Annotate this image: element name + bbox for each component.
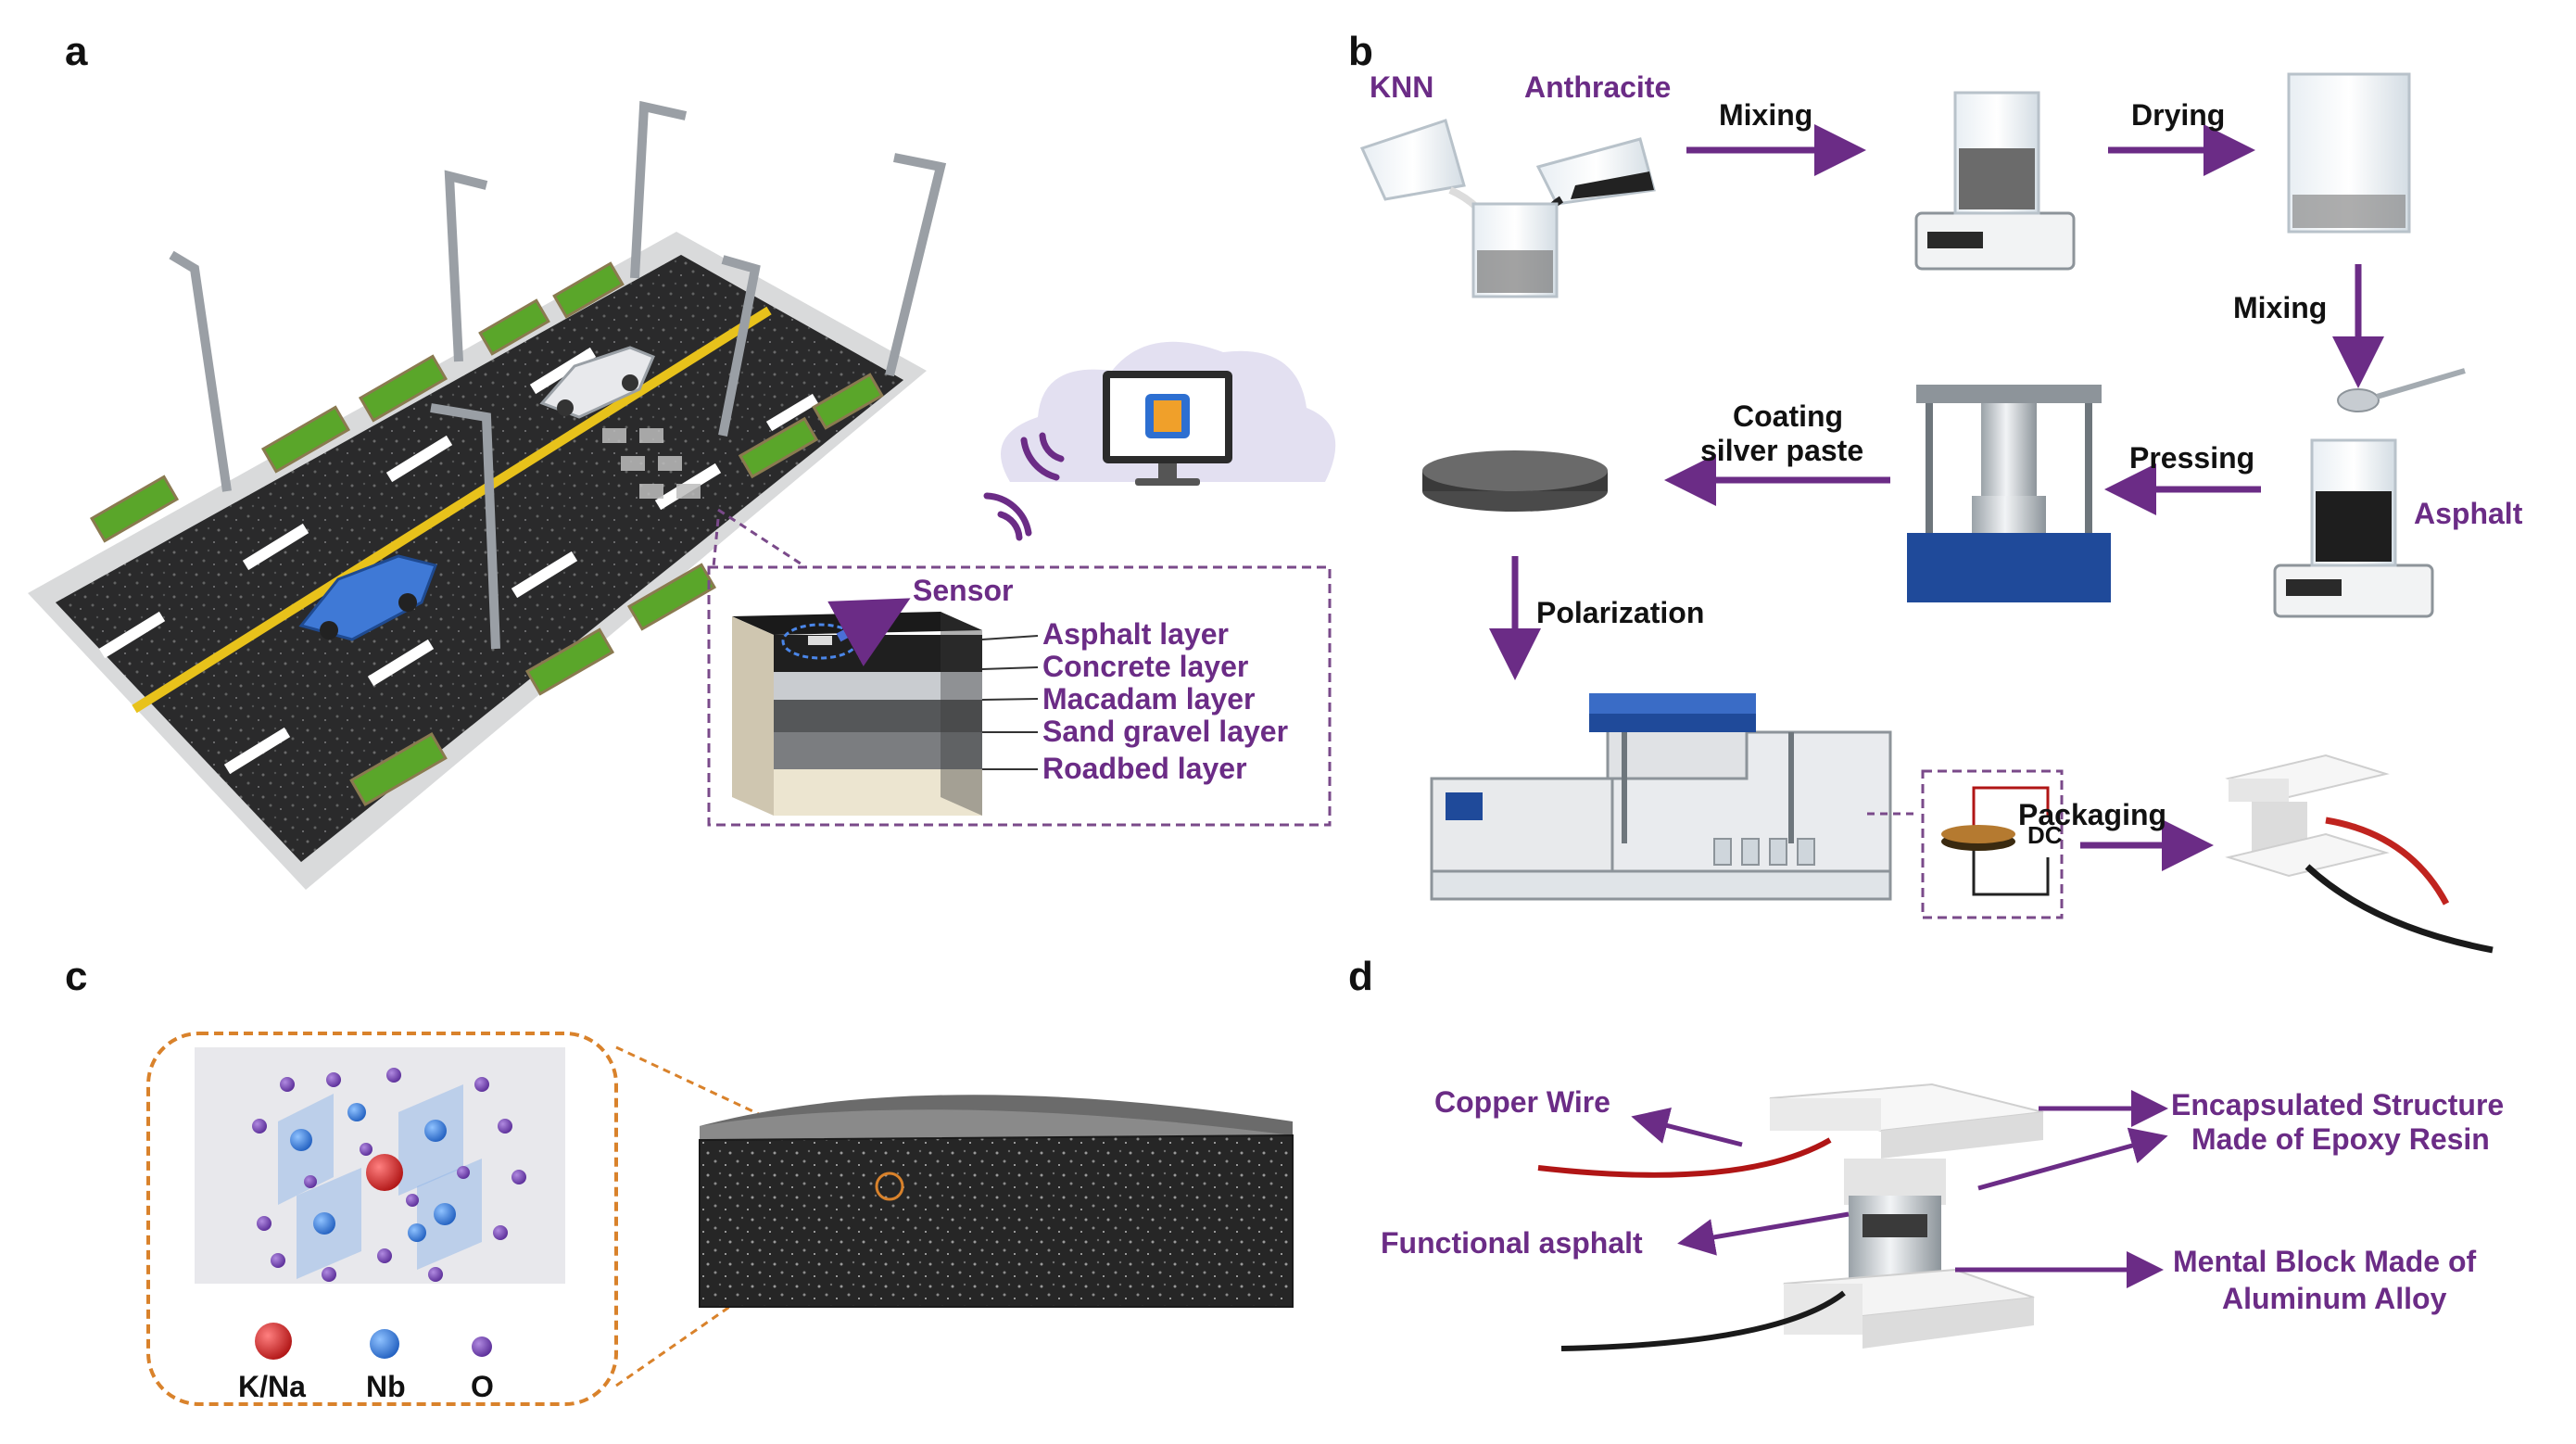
dc-label: DC	[2027, 821, 2063, 849]
embedded-sensors	[602, 428, 701, 499]
asphalt-half-disc	[699, 1095, 1294, 1308]
panel-label-b: b	[1348, 29, 1373, 74]
metal-block-label-line2: Aluminum Alloy	[2222, 1282, 2447, 1315]
copper-wire-label: Copper Wire	[1434, 1085, 1610, 1119]
press-machine	[1907, 385, 2111, 602]
panel-label-a: a	[65, 29, 88, 74]
dc-callout-box	[1921, 769, 2064, 919]
center-yellow-line	[132, 306, 772, 714]
sensor-label: Sensor	[913, 574, 1013, 607]
anthracite-label: Anthracite	[1524, 70, 1671, 104]
coated-disc	[1422, 450, 1608, 512]
cloud-monitor	[1001, 341, 1336, 486]
o-legend-ball	[472, 1336, 492, 1357]
sensor-callout-box	[707, 565, 1332, 827]
street-lights	[169, 100, 947, 650]
atom-legend	[255, 1323, 492, 1360]
legend-k-na: K/Na	[238, 1370, 306, 1403]
polarization-label: Polarization	[1536, 596, 1704, 629]
stirrer-2	[2273, 438, 2434, 618]
layer-label-concrete: Concrete layer	[1042, 650, 1248, 683]
blue-car	[298, 554, 437, 641]
knn-label: KNN	[1370, 70, 1433, 104]
drying-label: Drying	[2131, 98, 2225, 132]
legend-o: O	[471, 1370, 494, 1403]
sensor-device-assembly	[1537, 1083, 2044, 1351]
callout-line-left	[712, 518, 720, 568]
wireless-icon	[983, 432, 1065, 541]
layer-label-asphalt: Asphalt layer	[1042, 617, 1229, 651]
panel-label-d: d	[1348, 954, 1373, 999]
crystal-lattice	[252, 1068, 526, 1282]
encapsulated-label-line1: Encapsulated Structure	[2171, 1088, 2504, 1121]
pressing-label: Pressing	[2129, 441, 2254, 475]
metal-block-label-line1: Mental Block Made of	[2173, 1245, 2477, 1278]
layer-label-roadbed: Roadbed layer	[1042, 752, 1247, 785]
drying-beaker	[2287, 72, 2411, 234]
arrow-copper-wire	[1631, 1108, 1743, 1147]
pavement-layer-cross-section	[732, 598, 982, 816]
arrow-functional-asphalt	[1677, 1211, 1850, 1256]
layer-leader-lines	[981, 635, 1039, 770]
k-na-legend-ball	[255, 1323, 292, 1360]
layer-label-macadam: Macadam layer	[1042, 682, 1255, 716]
mixing-2-label: Mixing	[2233, 291, 2327, 324]
stirrer-1	[1914, 91, 2076, 271]
packaged-sensor	[2225, 754, 2494, 954]
dc-circuit	[1941, 786, 2050, 896]
panel-label-c: c	[65, 954, 87, 999]
layer-label-sand-gravel: Sand gravel layer	[1042, 715, 1288, 748]
packaging-label: Packaging	[2018, 798, 2166, 831]
road-illustration	[28, 100, 947, 890]
arrow-encapsulated-mid	[1977, 1127, 2168, 1191]
spoon	[2337, 368, 2466, 412]
callout-line-top	[717, 508, 807, 569]
polarization-equipment	[1430, 693, 1892, 901]
white-car	[539, 346, 655, 419]
mixing-1-label: Mixing	[1719, 98, 1812, 132]
coating-label-line1: Coating	[1733, 399, 1843, 433]
legend-nb: Nb	[366, 1370, 406, 1403]
coating-label-line2: silver paste	[1700, 434, 1863, 467]
pouring-beakers	[1359, 119, 1656, 298]
nb-legend-ball	[370, 1329, 399, 1359]
asphalt-label: Asphalt	[2414, 497, 2523, 530]
encapsulated-label-line2: Made of Epoxy Resin	[2191, 1122, 2490, 1156]
functional-asphalt-label: Functional asphalt	[1381, 1226, 1643, 1260]
